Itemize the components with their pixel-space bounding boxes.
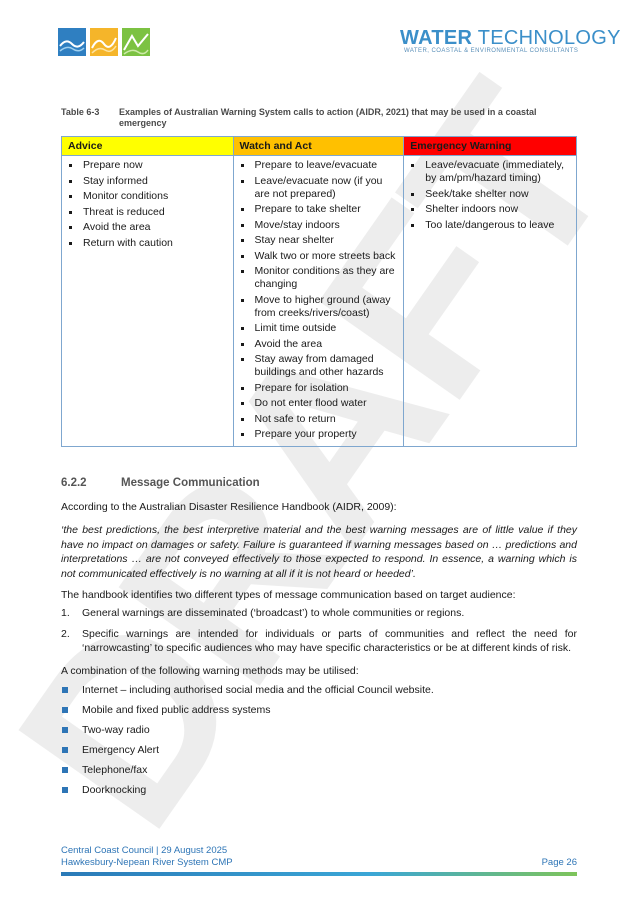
list-item: Prepare to take shelter: [239, 203, 399, 216]
list-item: Prepare to leave/evacuate: [239, 159, 399, 172]
list-item-text: Doorknocking: [82, 784, 147, 796]
square-bullet-icon: [62, 707, 68, 713]
footer-gradient-bar: [61, 872, 577, 876]
list-item-text: Emergency Alert: [82, 744, 160, 756]
list-item: Monitor conditions: [67, 190, 228, 203]
list-item: Avoid the area: [239, 338, 399, 351]
list-item: Move to higher ground (away from creeks/…: [239, 294, 399, 320]
list-item: Limit time outside: [239, 322, 399, 335]
header-emergency-warning: Emergency Warning: [403, 136, 577, 156]
square-bullet-icon: [62, 687, 68, 693]
list-item: Threat is reduced: [67, 206, 228, 219]
advice-list: Prepare now Stay informed Monitor condit…: [67, 159, 228, 250]
list-item: Two-way radio: [61, 724, 577, 744]
list-item: Return with caution: [67, 237, 228, 250]
methods-intro-paragraph: A combination of the following warning m…: [61, 665, 359, 677]
list-item: Monitor conditions as they are changing: [239, 265, 399, 291]
section-number: 6.2.2: [61, 477, 87, 489]
brand-name: WATER TECHNOLOGY: [400, 27, 621, 49]
list-item-number: 1.: [61, 607, 70, 619]
list-item: Stay away from damaged buildings and oth…: [239, 353, 399, 379]
intro-paragraph: According to the Australian Disaster Res…: [61, 501, 397, 513]
square-bullet-icon: [62, 787, 68, 793]
list-item: Doorknocking: [61, 784, 577, 804]
list-item: Stay near shelter: [239, 234, 399, 247]
square-bullet-icon: [62, 747, 68, 753]
list-item-text: Internet – including authorised social m…: [82, 684, 434, 696]
section-title: Message Communication: [121, 477, 260, 489]
warning-methods-list: Internet – including authorised social m…: [61, 684, 577, 804]
table-caption-number: Table 6-3: [61, 107, 100, 117]
list-item: Internet – including authorised social m…: [61, 684, 577, 704]
message-types-list: 1. General warnings are disseminated (‘b…: [61, 606, 577, 656]
list-item: Emergency Alert: [61, 744, 577, 764]
water-technology-wordmark: WATER TECHNOLOGY WATER, COASTAL & ENVIRO…: [400, 27, 620, 59]
page-number: Page 26: [541, 857, 577, 868]
list-item: Not safe to return: [239, 413, 399, 426]
list-item: Avoid the area: [67, 221, 228, 234]
list-item: Walk two or more streets back: [239, 250, 399, 263]
list-item: Telephone/fax: [61, 764, 577, 784]
footer-client-date: Central Coast Council | 29 August 2025: [61, 845, 228, 856]
advice-cell: Prepare now Stay informed Monitor condit…: [61, 155, 234, 447]
water-technology-tiles-logo: [58, 28, 150, 56]
list-item: Prepare for isolation: [239, 382, 399, 395]
emergency-warning-list: Leave/evacuate (immediately, by am/pm/ha…: [409, 159, 571, 232]
list-item-text: Two-way radio: [82, 724, 150, 736]
table-caption-text: Examples of Australian Warning System ca…: [119, 107, 537, 128]
handbook-quote: ‘the best predictions, the best interpre…: [61, 524, 577, 580]
list-item: Leave/evacuate (immediately, by am/pm/ha…: [409, 159, 571, 185]
list-item: Seek/take shelter now: [409, 188, 571, 201]
list-item-text: General warnings are disseminated (‘broa…: [82, 607, 465, 619]
list-item-text: Specific warnings are intended for indiv…: [82, 627, 577, 655]
footer-project-name: Hawkesbury-Nepean River System CMP: [61, 856, 233, 868]
header-watch-and-act: Watch and Act: [232, 136, 405, 156]
footer-left: Central Coast Council | 29 August 2025 H…: [61, 845, 233, 868]
list-item: Move/stay indoors: [239, 219, 399, 232]
list-item: Stay informed: [67, 175, 228, 188]
list-item: Too late/dangerous to leave: [409, 219, 571, 232]
warning-system-table: Advice Watch and Act Emergency Warning P…: [61, 136, 577, 447]
list-item: Mobile and fixed public address systems: [61, 704, 577, 724]
types-intro-paragraph: The handbook identifies two different ty…: [61, 589, 516, 601]
square-bullet-icon: [62, 727, 68, 733]
list-item-text: Mobile and fixed public address systems: [82, 704, 271, 716]
square-bullet-icon: [62, 767, 68, 773]
list-item: Prepare now: [67, 159, 228, 172]
watch-and-act-list: Prepare to leave/evacuate Leave/evacuate…: [239, 159, 399, 441]
list-item-number: 2.: [61, 627, 70, 640]
header-advice: Advice: [61, 136, 234, 156]
emergency-warning-cell: Leave/evacuate (immediately, by am/pm/ha…: [403, 155, 577, 447]
brand-tagline: WATER, COASTAL & ENVIRONMENTAL CONSULTAN…: [404, 48, 579, 54]
list-item: Shelter indoors now: [409, 203, 571, 216]
list-item-text: Telephone/fax: [82, 764, 148, 776]
list-item: 1. General warnings are disseminated (‘b…: [61, 606, 577, 621]
list-item: 2. Specific warnings are intended for in…: [61, 627, 577, 656]
watch-and-act-cell: Prepare to leave/evacuate Leave/evacuate…: [232, 155, 405, 447]
list-item: Prepare your property: [239, 428, 399, 441]
list-item: Do not enter flood water: [239, 397, 399, 410]
list-item: Leave/evacuate now (if you are not prepa…: [239, 175, 399, 201]
